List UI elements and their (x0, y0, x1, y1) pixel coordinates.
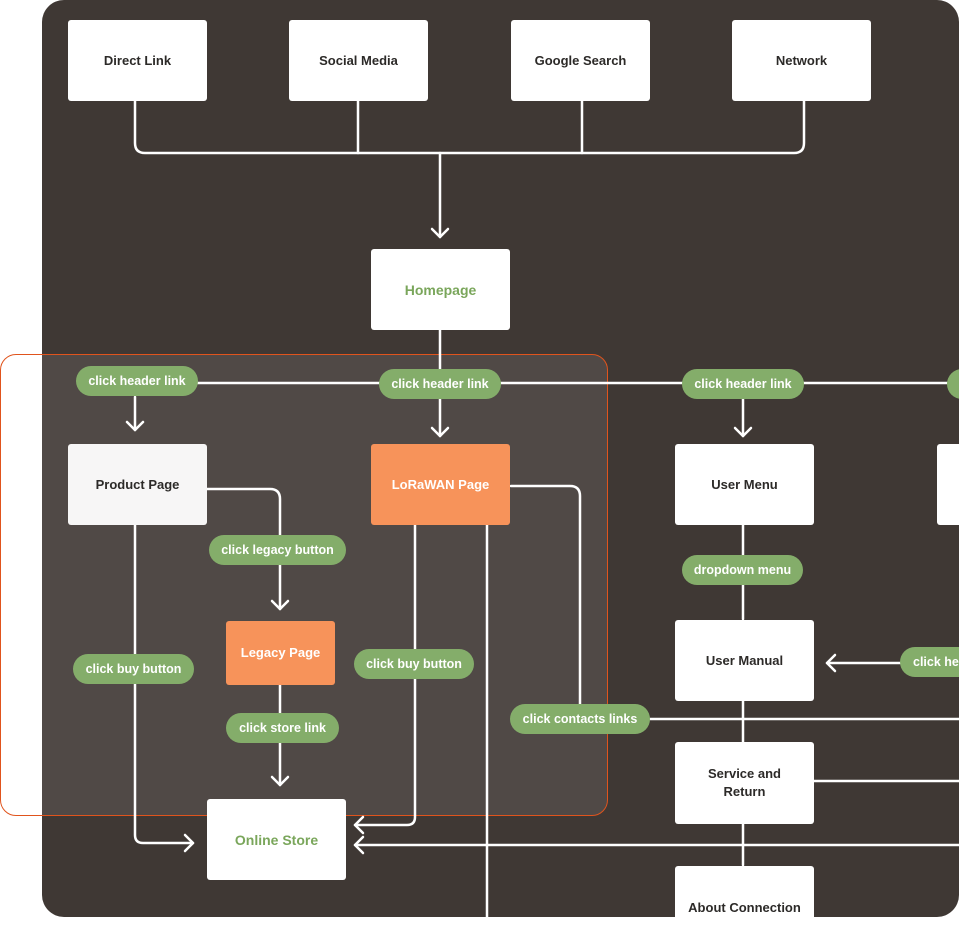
connector-lines (125, 98, 959, 917)
arrowhead-store-right-lower (353, 835, 365, 855)
node-google-search[interactable]: Google Search (511, 20, 650, 101)
action-click-buy-button-lorawan[interactable]: click buy button (354, 649, 474, 679)
action-click-he-partial[interactable]: click he (900, 647, 959, 677)
action-click-legacy-button[interactable]: click legacy button (209, 535, 346, 565)
node-offscreen[interactable] (937, 444, 959, 525)
arrowhead-store-left (183, 833, 195, 853)
node-online-store[interactable]: Online Store (207, 799, 346, 880)
action-pill-offscreen[interactable] (947, 369, 959, 399)
action-click-header-link-lorawan[interactable]: click header link (379, 369, 501, 399)
arrowhead-lorawan-page (430, 426, 450, 438)
node-service-and-return[interactable]: Service and Return (675, 742, 814, 824)
node-user-manual[interactable]: User Manual (675, 620, 814, 701)
arrowhead-legacy-page (270, 599, 290, 611)
action-click-store-link[interactable]: click store link (226, 713, 339, 743)
node-product-page[interactable]: Product Page (68, 444, 207, 525)
connector-lorawan-to-store (353, 523, 417, 827)
node-direct-link[interactable]: Direct Link (68, 20, 207, 101)
action-dropdown-menu[interactable]: dropdown menu (682, 555, 803, 585)
arrowhead-user-manual (825, 653, 837, 673)
connector-product-to-legacy (205, 487, 282, 611)
action-click-contacts-links[interactable]: click contacts links (510, 704, 650, 734)
action-click-header-link-user-menu[interactable]: click header link (682, 369, 804, 399)
action-click-header-link-product[interactable]: click header link (76, 366, 198, 396)
node-user-menu[interactable]: User Menu (675, 444, 814, 525)
arrowhead-store-right-upper (353, 815, 365, 835)
flow-diagram: Direct Link Social Media Google Search N… (0, 0, 959, 917)
connector-sources-merge (133, 98, 806, 155)
node-lorawan-page[interactable]: LoRaWAN Page (371, 444, 510, 525)
node-service-and-return-label: Service and Return (708, 766, 781, 799)
arrowhead-store-top (270, 775, 290, 787)
action-click-buy-button-product[interactable]: click buy button (73, 654, 194, 684)
connector-lorawan-to-contacts (509, 484, 582, 708)
arrowhead-product-page (125, 420, 145, 432)
node-network[interactable]: Network (732, 20, 871, 101)
node-homepage[interactable]: Homepage (371, 249, 510, 330)
node-social-media[interactable]: Social Media (289, 20, 428, 101)
arrowhead-user-menu (733, 426, 753, 438)
arrowhead-homepage (430, 227, 450, 239)
node-about-connection[interactable]: About Connection (675, 866, 814, 947)
node-legacy-page[interactable]: Legacy Page (226, 621, 335, 685)
connector-product-to-store (133, 523, 195, 845)
